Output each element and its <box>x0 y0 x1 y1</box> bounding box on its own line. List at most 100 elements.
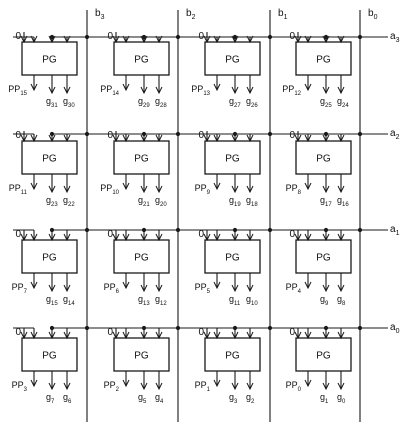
column-bit-input-arrow <box>63 134 71 143</box>
g-output-arrow <box>231 382 239 391</box>
row-bit-input-arrow <box>322 233 330 242</box>
column-bit-input-arrow <box>246 331 254 340</box>
zero-input-label: 0 <box>107 229 113 240</box>
row-bit-label: a1 <box>390 224 400 237</box>
carry-in-arrow <box>122 134 130 143</box>
pp-output-label: PP4 <box>286 282 302 295</box>
carry-in-arrow <box>304 35 312 44</box>
g-output-label: g5 <box>138 392 147 405</box>
pg-block <box>21 337 78 372</box>
g-output-arrow <box>48 86 56 95</box>
g-output-label: g2 <box>246 392 255 405</box>
carry-in-arrow <box>213 331 221 340</box>
zero-input-arrow <box>112 233 120 242</box>
g-output-arrow <box>155 86 163 95</box>
column-bit-input-arrow <box>63 331 71 340</box>
carry-in-arrow <box>213 35 221 44</box>
zero-input-arrow <box>20 331 28 340</box>
pg-block-label: PG <box>134 351 149 362</box>
zero-input-label: 0 <box>107 327 113 338</box>
g-output-label: g29 <box>138 96 150 109</box>
g-output-label: g19 <box>229 195 241 208</box>
g-output-label: g9 <box>320 294 329 307</box>
pp-output-label: PP5 <box>195 282 211 295</box>
g-output-label: g25 <box>320 96 332 109</box>
g-output-label: g18 <box>246 195 258 208</box>
row-bit-input-arrow <box>231 233 239 242</box>
pp-output-arrow <box>304 379 312 388</box>
row-bit-input-arrow <box>231 331 239 340</box>
g-output-label: g8 <box>337 294 346 307</box>
g-output-arrow <box>246 382 254 391</box>
zero-input-arrow <box>20 134 28 143</box>
g-output-label: g11 <box>229 294 241 307</box>
g-output-label: g13 <box>138 294 150 307</box>
pp-output-arrow <box>213 83 221 92</box>
zero-input-arrow <box>294 331 302 340</box>
pg-block <box>113 337 170 372</box>
column-bit-input-arrow <box>246 134 254 143</box>
column-bit-input-arrow <box>337 134 345 143</box>
g-output-arrow <box>246 86 254 95</box>
g-output-label: g24 <box>337 96 349 109</box>
carry-in-arrow <box>30 134 38 143</box>
g-output-label: g27 <box>229 96 241 109</box>
zero-input-arrow <box>203 134 211 143</box>
column-bit-input-arrow <box>246 35 254 44</box>
pg-block <box>295 140 352 175</box>
zero-input-arrow <box>112 35 120 44</box>
zero-input-label: 0 <box>107 130 113 141</box>
zero-input-arrow <box>203 331 211 340</box>
g-output-arrow <box>231 284 239 293</box>
g-output-arrow <box>140 185 148 194</box>
pp-output-arrow <box>30 379 38 388</box>
column-bit-input-arrow <box>337 233 345 242</box>
g-output-arrow <box>322 382 330 391</box>
g-output-arrow <box>337 382 345 391</box>
pp-output-label: PP0 <box>286 380 302 393</box>
column-bit-input-arrow <box>246 233 254 242</box>
row-bit-input-arrow <box>48 35 56 44</box>
pg-block-label: PG <box>42 55 57 66</box>
pg-block-label: PG <box>134 154 149 165</box>
g-output-arrow <box>337 185 345 194</box>
pg-block <box>204 140 261 175</box>
g-output-arrow <box>48 185 56 194</box>
zero-input-arrow <box>294 35 302 44</box>
row-bit-input-arrow <box>231 35 239 44</box>
zero-input-label: 0 <box>289 229 295 240</box>
row-bit-input-arrow <box>140 233 148 242</box>
pp-output-arrow <box>304 182 312 191</box>
g-output-arrow <box>140 382 148 391</box>
pg-block <box>113 41 170 76</box>
carry-in-arrow <box>304 331 312 340</box>
pp-output-arrow <box>30 182 38 191</box>
pg-block-label: PG <box>42 154 57 165</box>
pg-block-label: PG <box>42 351 57 362</box>
zero-input-arrow <box>20 233 28 242</box>
pp-output-label: PP7 <box>12 282 28 295</box>
g-output-label: g1 <box>320 392 329 405</box>
g-output-label: g10 <box>246 294 258 307</box>
g-output-arrow <box>140 284 148 293</box>
g-output-arrow <box>337 284 345 293</box>
pg-block-label: PG <box>316 154 331 165</box>
g-output-arrow <box>322 86 330 95</box>
g-output-arrow <box>246 284 254 293</box>
g-output-label: g7 <box>46 392 55 405</box>
pg-block-label: PG <box>316 253 331 264</box>
g-output-label: g16 <box>337 195 349 208</box>
pp-output-label: PP1 <box>195 380 211 393</box>
g-output-label: g4 <box>155 392 164 405</box>
column-bit-label: b0 <box>368 8 378 21</box>
pp-output-arrow <box>122 83 130 92</box>
carry-in-arrow <box>304 134 312 143</box>
column-bit-input-arrow <box>155 134 163 143</box>
pp-output-arrow <box>213 281 221 290</box>
pp-output-arrow <box>304 281 312 290</box>
carry-in-arrow <box>122 35 130 44</box>
pp-output-label: PP13 <box>191 84 210 97</box>
pg-block-label: PG <box>42 253 57 264</box>
column-bit-input-arrow <box>63 233 71 242</box>
